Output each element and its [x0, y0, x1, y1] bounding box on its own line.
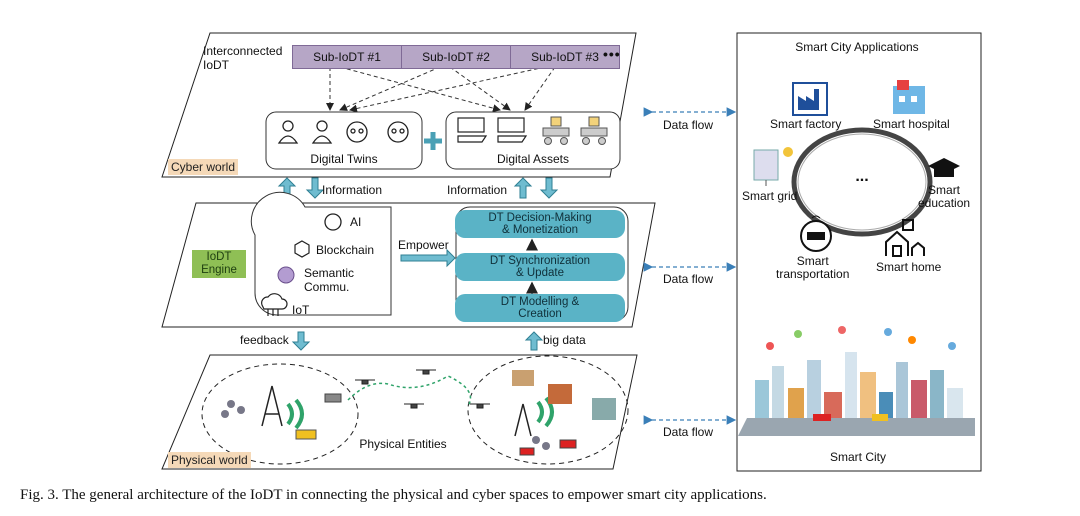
person-icon [277, 120, 333, 144]
transportation-icon [800, 215, 832, 252]
drone-icon [355, 369, 490, 409]
digital-assets-box [445, 111, 621, 170]
step-decision-making: DT Decision-Making & Monetization [455, 210, 625, 238]
smart-city-label: Smart City [829, 450, 887, 464]
physical-world-tag: Physical world [168, 452, 251, 468]
information-right-label: Information [447, 183, 508, 197]
factory-icon [792, 82, 828, 116]
semantic-icon [277, 266, 295, 284]
smart-grid-label: Smart grid [742, 189, 798, 203]
smart-city-apps-title: Smart City Applications [795, 40, 919, 54]
tech-blockchain-label: Blockchain [316, 243, 375, 257]
tower-icon [261, 385, 532, 437]
interconnected-label: Interconnected IoDT [203, 44, 283, 72]
tech-semantic-label: Semantic Commu. [304, 266, 355, 294]
cyber-world-tag: Cyber world [168, 159, 239, 175]
drone-path [347, 375, 472, 407]
twin-connection-lines [326, 66, 556, 113]
more-ellipsis: ••• [603, 46, 621, 62]
education-icon [928, 158, 960, 177]
data-flow-label-top: Data flow [663, 118, 714, 132]
step-synchronization: DT Synchronization & Update [455, 253, 625, 281]
data-flow-label-bottom: Data flow [663, 425, 714, 439]
asset-hand-icon [457, 117, 528, 143]
blockchain-icon [294, 240, 310, 258]
city-skyline [738, 326, 975, 436]
feedback-label: feedback [240, 333, 289, 347]
empower-label: Empower [398, 238, 449, 252]
iot-cloud-icon [261, 293, 288, 316]
vehicle-icon [542, 116, 608, 145]
robot-face-icon [346, 121, 409, 143]
step-modelling: DT Modelling & Creation [455, 294, 625, 322]
smart-factory-label: Smart factory [770, 117, 842, 131]
home-icon [885, 219, 925, 257]
people-icon [221, 400, 550, 450]
data-flow-arrows [643, 107, 737, 425]
plus-icon [424, 132, 442, 150]
left-area [201, 363, 359, 465]
information-arrows [277, 177, 559, 351]
building-icon [512, 370, 616, 420]
smart-education-label: Smart education [918, 183, 971, 210]
smart-hospital-label: Smart hospital [873, 117, 950, 131]
smart-transportation-label: Smart transportation [776, 254, 850, 281]
grid-icon [753, 147, 793, 186]
figure-caption: Fig. 3. The general architecture of the … [20, 487, 767, 503]
signal-waves-icon [286, 396, 554, 430]
digital-twins-box [265, 111, 423, 170]
big-data-label: big data [543, 333, 586, 347]
smart-home-label: Smart home [876, 260, 942, 274]
sub-iodt-1-box: Sub-IoDT #1 [292, 45, 402, 69]
car-icon [295, 393, 577, 456]
tech-iot-label: IoT [292, 303, 310, 317]
data-flow-label-middle: Data flow [663, 272, 714, 286]
sub-iodt-2-box: Sub-IoDT #2 [401, 45, 511, 69]
center-dots: ... [855, 168, 869, 185]
physical-entities-label: Physical Entities [359, 437, 447, 451]
digital-twins-label: Digital Twins [310, 152, 378, 166]
app-ring [791, 127, 933, 237]
iodt-engine-badge: IoDT Engine [192, 250, 246, 278]
hospital-icon [893, 80, 925, 114]
digital-assets-label: Digital Assets [496, 152, 570, 166]
tech-ai-label: AI [350, 215, 362, 229]
ai-icon [324, 213, 342, 231]
sub-iodt-3-box: Sub-IoDT #3 [510, 45, 620, 69]
right-area [467, 355, 629, 465]
information-left-label: Information [322, 183, 383, 197]
